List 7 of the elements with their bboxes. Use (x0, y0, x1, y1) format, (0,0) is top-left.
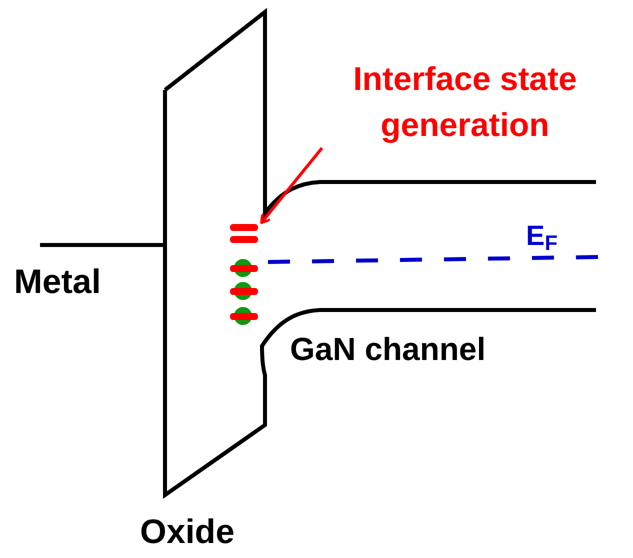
label: Metal (14, 265, 101, 299)
label: Oxide (140, 515, 234, 549)
arrow (260, 147, 324, 224)
label: GaN channel (290, 333, 486, 365)
label: E$_{F}$ (526, 222, 558, 250)
interface-states-drawing (228, 222, 260, 326)
annotation-text: Interface state generation (300, 56, 630, 148)
